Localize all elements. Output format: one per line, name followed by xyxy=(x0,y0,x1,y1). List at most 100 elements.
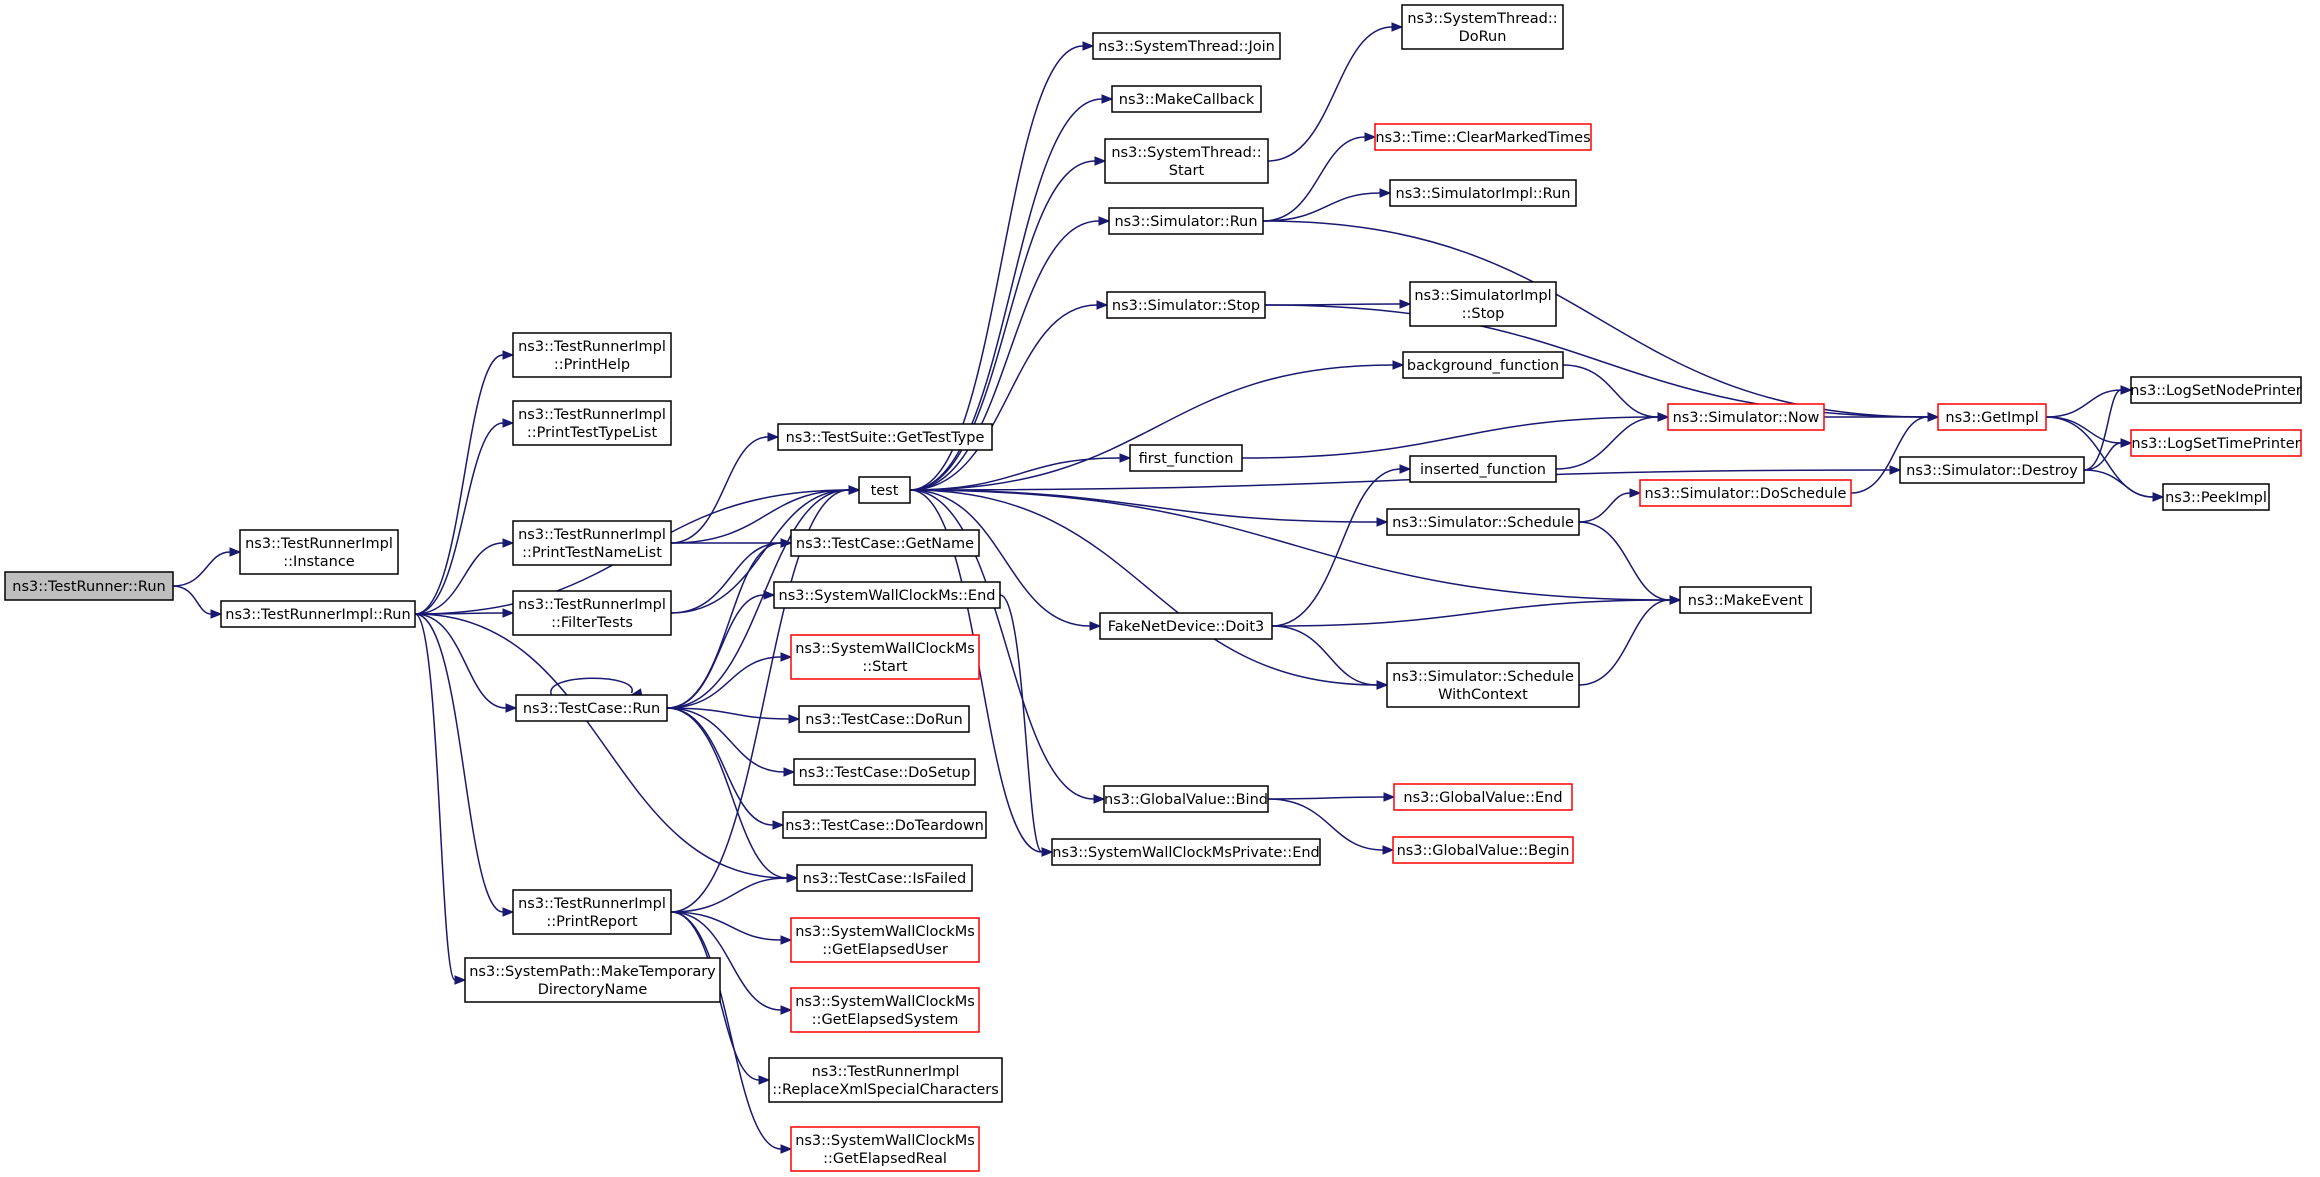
graph-node[interactable]: ns3::GlobalValue::End xyxy=(1393,783,1573,811)
node-box[interactable] xyxy=(1386,508,1580,536)
node-box[interactable] xyxy=(782,811,987,839)
node-box[interactable] xyxy=(1402,351,1564,379)
node-box[interactable] xyxy=(515,694,668,722)
graph-node[interactable]: ns3::TestCase::DoRun xyxy=(798,705,970,733)
graph-node[interactable]: ns3::TestCase::DoTeardown xyxy=(782,811,987,839)
node-box[interactable] xyxy=(512,332,672,378)
node-box[interactable] xyxy=(1103,785,1269,813)
graph-node[interactable]: ns3::SystemWallClockMs::GetElapsedReal xyxy=(790,1126,980,1172)
graph-node[interactable]: ns3::Simulator::Run xyxy=(1108,207,1264,235)
node-box[interactable] xyxy=(777,423,993,451)
graph-node[interactable]: ns3::Simulator::Destroy xyxy=(1899,456,2085,484)
graph-node[interactable]: ns3::Simulator::Schedule xyxy=(1386,508,1580,536)
graph-node[interactable]: first_function xyxy=(1129,444,1243,472)
node-box[interactable] xyxy=(1393,783,1573,811)
graph-node[interactable]: ns3::SystemWallClockMs::End xyxy=(773,581,1001,609)
graph-node[interactable]: ns3::SystemWallClockMsPrivate::End xyxy=(1051,838,1321,866)
graph-node[interactable]: ns3::TestRunnerImpl::Instance xyxy=(239,529,399,575)
node-box[interactable] xyxy=(220,600,416,628)
graph-node[interactable]: ns3::TestCase::DoSetup xyxy=(793,758,976,786)
node-box[interactable] xyxy=(1386,662,1580,708)
node-box[interactable] xyxy=(1051,838,1321,866)
node-box[interactable] xyxy=(1667,403,1825,431)
node-box[interactable] xyxy=(4,571,174,601)
node-box[interactable] xyxy=(1899,456,2085,484)
node-box[interactable] xyxy=(1092,32,1281,60)
graph-node[interactable]: background_function xyxy=(1402,351,1564,379)
graph-node[interactable]: ns3::TestCase::Run xyxy=(515,694,668,722)
graph-node[interactable]: ns3::MakeEvent xyxy=(1679,586,1812,614)
node-box[interactable] xyxy=(790,529,980,557)
graph-node[interactable]: ns3::TestCase::IsFailed xyxy=(796,864,973,892)
node-box[interactable] xyxy=(2162,483,2270,511)
node-box[interactable] xyxy=(1374,123,1592,151)
node-box[interactable] xyxy=(512,590,672,636)
graph-node[interactable]: ns3::LogSetNodePrinter xyxy=(2130,376,2302,404)
node-box[interactable] xyxy=(1401,4,1564,50)
graph-node[interactable]: ns3::TestRunnerImpl::PrintTestTypeList xyxy=(512,400,672,446)
graph-node[interactable]: ns3::Time::ClearMarkedTimes xyxy=(1374,123,1592,151)
graph-node[interactable]: ns3::Simulator::Now xyxy=(1667,403,1825,431)
node-box[interactable] xyxy=(512,400,672,446)
graph-node[interactable]: ns3::SystemThread::Start xyxy=(1104,138,1269,184)
node-box[interactable] xyxy=(1392,836,1574,864)
graph-node[interactable]: ns3::TestRunner::Run xyxy=(4,571,174,601)
graph-node[interactable]: ns3::SystemWallClockMs::GetElapsedSystem xyxy=(790,987,980,1033)
graph-node[interactable]: ns3::TestRunnerImpl::PrintHelp xyxy=(512,332,672,378)
node-box[interactable] xyxy=(1099,612,1273,640)
node-box[interactable] xyxy=(464,957,721,1003)
node-box[interactable] xyxy=(790,634,980,680)
graph-node[interactable]: ns3::MakeCallback xyxy=(1111,85,1262,113)
node-box[interactable] xyxy=(798,705,970,733)
node-box[interactable] xyxy=(2130,429,2302,457)
graph-node[interactable]: ns3::SystemThread::Join xyxy=(1092,32,1281,60)
graph-node[interactable]: ns3::SystemWallClockMs::Start xyxy=(790,634,980,680)
node-box[interactable] xyxy=(1108,207,1264,235)
node-box[interactable] xyxy=(1679,586,1812,614)
node-box[interactable] xyxy=(1937,403,2047,431)
graph-node[interactable]: ns3::PeekImpl xyxy=(2162,483,2270,511)
graph-node[interactable]: ns3::TestRunnerImpl::Run xyxy=(220,600,416,628)
graph-node[interactable]: ns3::GetImpl xyxy=(1937,403,2047,431)
node-box[interactable] xyxy=(1104,138,1269,184)
node-box[interactable] xyxy=(858,476,911,504)
graph-node[interactable]: ns3::SystemPath::MakeTemporaryDirectoryN… xyxy=(464,957,721,1003)
node-box[interactable] xyxy=(796,864,973,892)
node-box[interactable] xyxy=(239,529,399,575)
graph-node[interactable]: ns3::TestSuite::GetTestType xyxy=(777,423,993,451)
graph-node[interactable]: ns3::GlobalValue::Begin xyxy=(1392,836,1574,864)
node-box[interactable] xyxy=(1111,85,1262,113)
node-box[interactable] xyxy=(1639,479,1852,507)
graph-node[interactable]: ns3::GlobalValue::Bind xyxy=(1103,785,1269,813)
graph-node[interactable]: ns3::SystemWallClockMs::GetElapsedUser xyxy=(790,917,980,963)
graph-node[interactable]: inserted_function xyxy=(1409,455,1557,483)
node-box[interactable] xyxy=(512,520,672,566)
graph-node[interactable]: ns3::LogSetTimePrinter xyxy=(2130,429,2302,457)
node-box[interactable] xyxy=(790,1126,980,1172)
node-box[interactable] xyxy=(1389,179,1577,207)
graph-node[interactable]: ns3::TestRunnerImpl::FilterTests xyxy=(512,590,672,636)
graph-node[interactable]: ns3::TestCase::GetName xyxy=(790,529,980,557)
graph-node[interactable]: ns3::TestRunnerImpl::PrintTestNameList xyxy=(512,520,672,566)
graph-node[interactable]: ns3::Simulator::DoSchedule xyxy=(1639,479,1852,507)
graph-node[interactable]: ns3::SimulatorImpl::Stop xyxy=(1409,281,1557,327)
node-box[interactable] xyxy=(790,917,980,963)
graph-node[interactable]: ns3::TestRunnerImpl::PrintReport xyxy=(512,889,672,935)
graph-node[interactable]: ns3::Simulator::Stop xyxy=(1106,291,1266,319)
node-box[interactable] xyxy=(1106,291,1266,319)
graph-node[interactable]: test xyxy=(858,476,911,504)
node-box[interactable] xyxy=(1129,444,1243,472)
node-box[interactable] xyxy=(773,581,1001,609)
node-box[interactable] xyxy=(793,758,976,786)
node-box[interactable] xyxy=(1409,455,1557,483)
graph-node[interactable]: FakeNetDevice::Doit3 xyxy=(1099,612,1273,640)
node-box[interactable] xyxy=(768,1057,1003,1103)
node-box[interactable] xyxy=(1409,281,1557,327)
graph-node[interactable]: ns3::TestRunnerImpl::ReplaceXmlSpecialCh… xyxy=(768,1057,1003,1103)
node-box[interactable] xyxy=(512,889,672,935)
graph-node[interactable]: ns3::SimulatorImpl::Run xyxy=(1389,179,1577,207)
graph-node[interactable]: ns3::SystemThread::DoRun xyxy=(1401,4,1564,50)
node-box[interactable] xyxy=(2130,376,2302,404)
node-box[interactable] xyxy=(790,987,980,1033)
